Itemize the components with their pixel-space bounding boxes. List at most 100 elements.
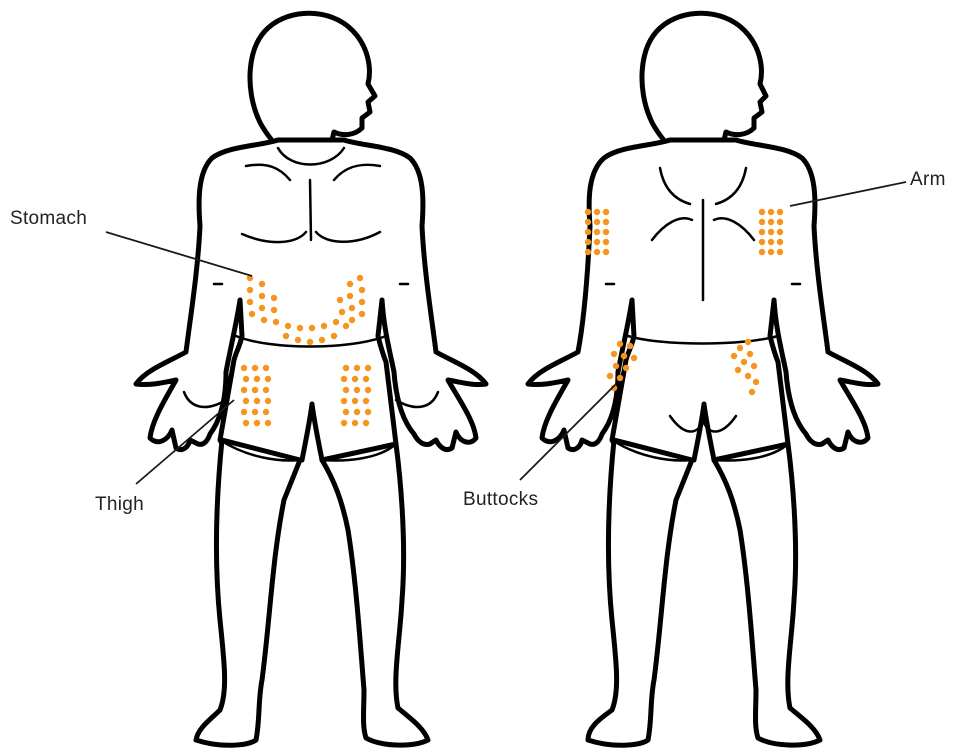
thigh-site-dot bbox=[341, 376, 347, 382]
stomach-site-dot bbox=[357, 275, 363, 281]
thigh-site-dot bbox=[343, 387, 349, 393]
arm-site-dot bbox=[777, 229, 783, 235]
thigh-site-dot bbox=[365, 387, 371, 393]
arm-site-dot bbox=[603, 239, 609, 245]
stomach-site-dot bbox=[261, 317, 267, 323]
thigh-site-dot bbox=[354, 409, 360, 415]
buttocks-site-dot bbox=[751, 363, 757, 369]
buttocks-site-dot bbox=[627, 343, 633, 349]
arm-site-dot bbox=[777, 249, 783, 255]
buttocks-site-dot bbox=[607, 373, 613, 379]
thigh-site-dot bbox=[352, 398, 358, 404]
thigh-site-dot bbox=[243, 376, 249, 382]
thigh-site-dot bbox=[341, 420, 347, 426]
buttocks-site-dot bbox=[617, 341, 623, 347]
stomach-site-dot bbox=[321, 323, 327, 329]
stomach-label: Stomach bbox=[10, 208, 87, 229]
arm-site-dot bbox=[768, 229, 774, 235]
stomach-site-dot bbox=[337, 297, 343, 303]
stomach-site-dot bbox=[359, 299, 365, 305]
thigh-site-dot bbox=[263, 409, 269, 415]
thigh-site-dot bbox=[265, 376, 271, 382]
buttocks-site-dot bbox=[631, 355, 637, 361]
thigh-site-dot bbox=[254, 398, 260, 404]
stomach-site-dot bbox=[273, 319, 279, 325]
buttocks-site-dot bbox=[747, 351, 753, 357]
stomach-site-dot bbox=[359, 287, 365, 293]
arm-site-dot bbox=[759, 249, 765, 255]
back-head bbox=[642, 13, 766, 148]
arm-site-dot bbox=[759, 229, 765, 235]
thigh-site-dot bbox=[363, 398, 369, 404]
back-legs-left bbox=[588, 440, 692, 745]
thigh-site-dot bbox=[241, 387, 247, 393]
back-figure bbox=[528, 13, 878, 745]
arm-site-dot bbox=[768, 239, 774, 245]
thigh-site-dot bbox=[341, 398, 347, 404]
thigh-site-dot bbox=[263, 387, 269, 393]
thigh-site-dot bbox=[354, 365, 360, 371]
arm-site-dot bbox=[585, 239, 591, 245]
arm-site-dot bbox=[603, 249, 609, 255]
front-head bbox=[250, 13, 375, 148]
arm-site-dot bbox=[594, 249, 600, 255]
stomach-site-dot bbox=[259, 281, 265, 287]
arm-site-dot bbox=[594, 229, 600, 235]
arm-site-dot bbox=[585, 219, 591, 225]
stomach-site-dot bbox=[259, 305, 265, 311]
thigh-site-dot bbox=[352, 420, 358, 426]
buttocks-site-dot bbox=[611, 351, 617, 357]
buttocks-site-dot bbox=[749, 389, 755, 395]
stomach-site-dot bbox=[259, 293, 265, 299]
stomach-site-dot bbox=[297, 325, 303, 331]
buttocks-site-dot bbox=[735, 367, 741, 373]
thigh-site-dot bbox=[243, 420, 249, 426]
arm-site-dot bbox=[777, 209, 783, 215]
buttocks-site-dot bbox=[617, 375, 623, 381]
buttocks-site-dot bbox=[737, 345, 743, 351]
arm-site-dot bbox=[777, 219, 783, 225]
buttocks-site-dot bbox=[731, 353, 737, 359]
arm-site-dot bbox=[585, 249, 591, 255]
thigh-site-dot bbox=[252, 409, 258, 415]
thigh-site-dot bbox=[243, 398, 249, 404]
arm-site-dot bbox=[768, 219, 774, 225]
thigh-site-dot bbox=[352, 376, 358, 382]
stomach-site-dot bbox=[247, 299, 253, 305]
stomach-site-dot bbox=[247, 287, 253, 293]
stomach-site-dot bbox=[283, 333, 289, 339]
thigh-site-dot bbox=[343, 409, 349, 415]
stomach-site-dot bbox=[347, 293, 353, 299]
front-legs-right bbox=[322, 444, 428, 745]
buttocks-site-dot bbox=[745, 339, 751, 345]
buttocks-site-dot bbox=[623, 365, 629, 371]
thigh-site-dot bbox=[365, 409, 371, 415]
stomach-site-dot bbox=[249, 311, 255, 317]
front-figure bbox=[136, 13, 486, 745]
stomach-site-dot bbox=[307, 339, 313, 345]
thigh-site-dot bbox=[241, 365, 247, 371]
thigh-site-dot bbox=[354, 387, 360, 393]
buttocks-site-dot bbox=[745, 373, 751, 379]
arm-site-dot bbox=[759, 239, 765, 245]
stomach-site-dot bbox=[309, 325, 315, 331]
stomach-site-dot bbox=[319, 337, 325, 343]
stomach-site-dot bbox=[349, 305, 355, 311]
thigh-site-dot bbox=[254, 376, 260, 382]
thigh-site-dot bbox=[363, 420, 369, 426]
arm-site-dot bbox=[768, 209, 774, 215]
arm-site-dot bbox=[759, 209, 765, 215]
thigh-site-dot bbox=[241, 409, 247, 415]
thigh-site-dot bbox=[343, 365, 349, 371]
stomach-site-dot bbox=[295, 337, 301, 343]
stomach-site-dot bbox=[339, 309, 345, 315]
arm-site-dot bbox=[768, 249, 774, 255]
back-legs-right bbox=[714, 444, 820, 745]
thigh-site-dot bbox=[252, 365, 258, 371]
stomach-site-dot bbox=[359, 311, 365, 317]
buttocks-label: Buttocks bbox=[463, 489, 538, 510]
thigh-site-dot bbox=[363, 376, 369, 382]
thigh-site-dot bbox=[254, 420, 260, 426]
arm-site-dot bbox=[585, 209, 591, 215]
